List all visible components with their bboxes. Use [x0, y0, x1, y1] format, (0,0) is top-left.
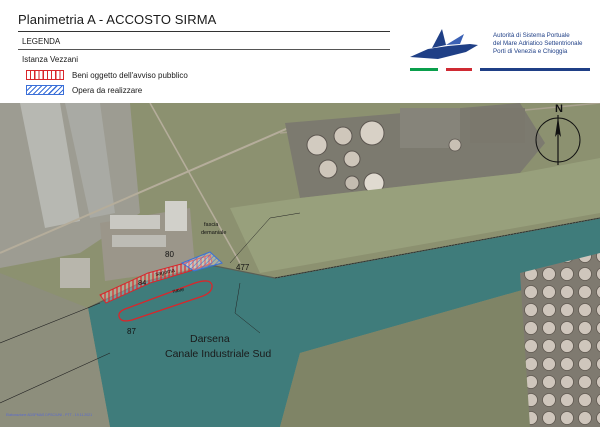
opera-area: [180, 251, 223, 272]
building-roof: [60, 258, 90, 288]
canal-water: [88, 218, 600, 427]
label-canale: Canale Industriale Sud: [165, 348, 272, 360]
legend-item-opera: Opera da realizzare: [26, 84, 142, 96]
authority-line-3: Porti di Venezia e Chioggia: [493, 48, 568, 56]
building-roof: [112, 235, 166, 247]
map-canvas: [0, 103, 600, 427]
strip-blue: [480, 68, 590, 71]
land-south-west: [0, 273, 110, 427]
field: [230, 158, 600, 273]
strip-red: [446, 68, 472, 71]
label-darsena: Darsena: [190, 333, 230, 345]
page-title: Planimetria A - ACCOSTO SIRMA: [18, 12, 217, 27]
strip-green: [410, 68, 438, 71]
building-roof: [165, 201, 187, 231]
red-hatch-swatch: [26, 70, 64, 80]
storage-tank: [343, 150, 361, 168]
warehouse-roof: [20, 103, 80, 228]
storage-tank: [448, 138, 462, 152]
cadastral-line: [274, 217, 600, 279]
storage-tank: [306, 134, 328, 156]
legend-title: LEGENDA: [22, 37, 61, 46]
legend-item-beni: Beni oggetto dell'avviso pubblico: [26, 69, 188, 81]
storage-tank: [333, 126, 353, 146]
road: [149, 103, 241, 264]
legend-label-opera: Opera da realizzare: [72, 85, 143, 95]
storage-tank: [359, 120, 385, 146]
parcel-label-87: 87: [127, 327, 136, 336]
building-roof: [110, 215, 160, 229]
legend-subtitle: Istanza Vezzani: [22, 55, 79, 64]
authority-line-2: del Mare Adriatico Settentrionale: [493, 40, 583, 48]
land-south-east: [280, 268, 600, 427]
north-label: N: [555, 103, 563, 115]
authority-name: Autorità di Sistema Portuale del Mare Ad…: [493, 32, 582, 57]
legend-divider: [18, 49, 390, 50]
footer-credit: Elaborazione ADSPMAS DPSC/UNI - PTT - 19…: [6, 413, 93, 417]
ship-outline: [118, 280, 213, 322]
warehouse-roof: [65, 103, 115, 218]
cadastral-line: [234, 282, 261, 334]
cadastral-line: [229, 212, 301, 264]
tank-farm-south: [520, 253, 600, 427]
north-arrow-icon: [555, 117, 561, 137]
storage-tank: [344, 175, 360, 191]
ship-bow-logo-icon: [410, 29, 478, 59]
label-fascia: fascia: [204, 222, 219, 228]
title-divider: [18, 31, 390, 32]
industrial-block: [470, 108, 525, 143]
road: [0, 122, 301, 254]
parcel-label-84: 84: [138, 278, 147, 287]
parcel-label-80: 80: [165, 250, 174, 259]
storage-tank: [318, 159, 338, 179]
authority-line-1: Autorità di Sistema Portuale: [493, 32, 570, 39]
boundary-line: [0, 302, 101, 344]
boundary-line: [0, 352, 111, 404]
parcel-label-477: 477: [236, 263, 250, 272]
aerial-map[interactable]: Darsena Canale Industriale Sud 80 84 87 …: [0, 103, 600, 427]
map-header: Planimetria A - ACCOSTO SIRMA LEGENDA Is…: [0, 0, 600, 103]
label-demaniale: demaniale: [201, 230, 227, 236]
legend-label-beni: Beni oggetto dell'avviso pubblico: [72, 70, 188, 80]
blue-hatch-swatch: [26, 85, 64, 95]
